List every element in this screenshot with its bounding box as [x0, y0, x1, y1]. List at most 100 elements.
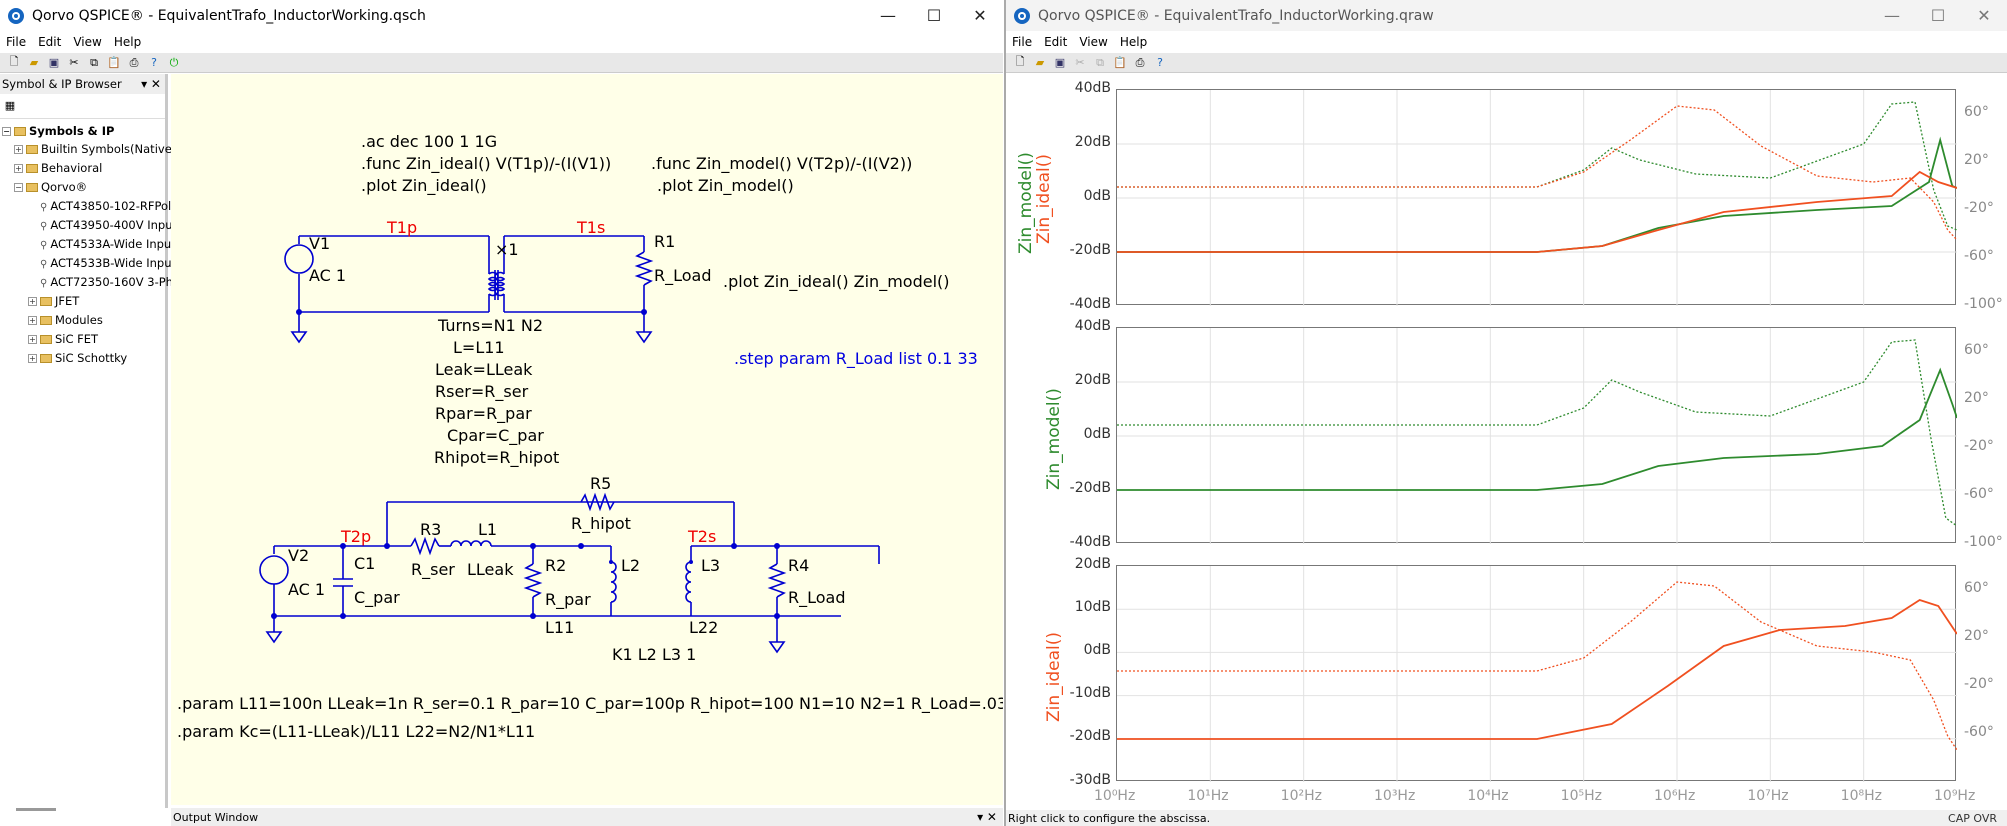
save-icon[interactable]: ▣	[1054, 56, 1066, 69]
plot-area[interactable]: 40dB 20dB 0dB -20dB -40dB 60° 20° -20° -…	[1006, 74, 2007, 810]
maximize-button[interactable]: ☐	[1930, 6, 1946, 25]
label-c1-value: C_par	[354, 588, 400, 607]
copy-icon[interactable]: ⧉	[1096, 55, 1104, 69]
func-model-directive[interactable]: .func Zin_model() V(T2p)/-(I(V2))	[651, 154, 913, 173]
xtick-label: 10⁴Hz	[1467, 788, 1509, 804]
plot-model-directive[interactable]: .plot Zin_model()	[657, 176, 794, 195]
status-text: Right click to configure the abscissa.	[1008, 811, 1211, 825]
browser-scrollbar[interactable]	[0, 808, 168, 826]
help-icon[interactable]: ?	[151, 56, 157, 69]
chip-icon: ⚲	[40, 221, 48, 232]
menu-file[interactable]: File	[6, 35, 27, 49]
browser-toolbar: ▦	[0, 97, 165, 119]
plot-pane-top[interactable]	[1116, 89, 1958, 306]
tree-item-act43950[interactable]: ⚲ACT43950-400V Inpu	[40, 216, 173, 234]
menu-help[interactable]: Help	[113, 35, 142, 49]
run-simulation-icon[interactable]: ⏻	[169, 55, 179, 69]
ytick-right-label: -20°	[1964, 438, 1994, 454]
trace-zin-ideal-phase	[1117, 105, 1958, 241]
ytick-label: -20dB	[1069, 242, 1111, 258]
paste-icon[interactable]: 📋	[1113, 56, 1127, 69]
tree-item-behavioral[interactable]: +Behavioral	[14, 161, 103, 175]
cut-icon[interactable]: ✂	[1075, 56, 1085, 69]
tree-item-qorvo[interactable]: −Qorvo®	[14, 180, 88, 194]
help-icon[interactable]: ?	[1157, 56, 1163, 69]
new-file-icon[interactable]: 🗋	[1015, 55, 1025, 68]
minimize-button[interactable]: —	[880, 6, 896, 25]
maximize-button[interactable]: ☐	[926, 6, 942, 25]
plot-pane-bottom-traces	[1117, 566, 1958, 782]
tree-item-sic-schottky[interactable]: +SiC Schottky	[28, 351, 128, 365]
xtick-label: 10⁵Hz	[1560, 788, 1602, 804]
ytick-label: -40dB	[1069, 534, 1111, 550]
trace-label-zin-ideal[interactable]: Zin_ideal()	[1034, 153, 1054, 244]
label-l: L=L11	[453, 338, 505, 357]
ytick-right-label: -60°	[1964, 486, 1994, 502]
menu-edit[interactable]: Edit	[38, 35, 62, 49]
tree-item-act43850[interactable]: ⚲ACT43850-102-RFPol	[40, 197, 171, 215]
new-file-icon[interactable]: 🗋	[9, 55, 19, 68]
plot-pane-middle[interactable]	[1116, 327, 1958, 544]
tree-item-symbols-ip[interactable]: −Symbols & IP	[2, 124, 115, 138]
print-icon[interactable]: ⎙	[1135, 55, 1145, 69]
ytick-right-label: 20°	[1964, 390, 1989, 406]
cut-icon[interactable]: ✂	[69, 56, 79, 69]
ytick-label: -20dB	[1069, 728, 1111, 744]
menu-help[interactable]: Help	[1119, 35, 1148, 49]
open-folder-icon[interactable]: ▰	[29, 56, 39, 69]
toolbar: 🗋 ▰ ▣ ✂ ⧉ 📋 ⎙ ? ⏻	[0, 53, 1003, 73]
trace-zin-model-mag	[1117, 136, 1958, 253]
minimize-button[interactable]: —	[1884, 6, 1900, 25]
trace-label-zin-ideal[interactable]: Zin_ideal()	[1044, 631, 1064, 722]
tree-item-act4533a[interactable]: ⚲ACT4533A-Wide Inpu	[40, 235, 171, 253]
menu-edit[interactable]: Edit	[1044, 35, 1068, 49]
title-bar: Qorvo QSPICE® - EquivalentTrafo_Inductor…	[0, 0, 1003, 31]
tree-item-jfet[interactable]: +JFET	[28, 294, 80, 308]
param-directive-2[interactable]: .param Kc=(L11-LLeak)/L11 L22=N2/N1*L11	[177, 722, 536, 741]
close-button[interactable]: ✕	[1977, 6, 1991, 25]
menu-view[interactable]: View	[73, 35, 102, 49]
tree-item-builtin[interactable]: +Builtin Symbols(Native D	[14, 142, 185, 156]
param-directive-1[interactable]: .param L11=100n LLeak=1n R_ser=0.1 R_par…	[177, 694, 1003, 713]
plot-both-directive[interactable]: .plot Zin_ideal() Zin_model()	[723, 272, 950, 291]
menu-view[interactable]: View	[1079, 35, 1108, 49]
copy-icon[interactable]: ⧉	[90, 55, 98, 69]
step-directive[interactable]: .step param R_Load list 0.1 33	[734, 349, 978, 368]
browser-tool-icon[interactable]: ▦	[4, 98, 16, 112]
schematic-canvas[interactable]: .ac dec 100 1 1G .func Zin_ideal() V(T1p…	[171, 74, 1003, 805]
output-window-controls[interactable]: ▾ ✕	[977, 810, 997, 824]
folder-icon	[26, 183, 38, 192]
menu-file[interactable]: File	[1012, 35, 1033, 49]
plot-pane-top-traces	[1117, 90, 1958, 306]
window-title: Qorvo QSPICE® - EquivalentTrafo_Inductor…	[1038, 7, 1434, 24]
trace-label-zin-model[interactable]: Zin_model()	[1016, 152, 1036, 254]
ytick-right-label: -100°	[1964, 296, 2003, 312]
ytick-label: 20dB	[1074, 134, 1111, 150]
plot-ideal-directive[interactable]: .plot Zin_ideal()	[361, 176, 487, 195]
coupling-directive[interactable]: K1 L2 L3 1	[612, 645, 697, 664]
close-button[interactable]: ✕	[973, 6, 987, 25]
paste-icon[interactable]: 📋	[107, 56, 121, 69]
ac-directive[interactable]: .ac dec 100 1 1G	[361, 132, 498, 151]
output-window-bar[interactable]: Output Window ▾ ✕	[171, 808, 1003, 826]
tree-item-act4533b[interactable]: ⚲ACT4533B-Wide Inpu	[40, 254, 172, 272]
folder-icon	[40, 354, 52, 363]
browser-panel-controls[interactable]: ▾ ✕	[141, 77, 161, 91]
folder-icon	[40, 335, 52, 344]
plot-pane-bottom[interactable]	[1116, 565, 1958, 782]
func-ideal-directive[interactable]: .func Zin_ideal() V(T1p)/-(I(V1))	[361, 154, 612, 173]
ytick-label: 0dB	[1083, 642, 1111, 658]
schematic-window: Qorvo QSPICE® - EquivalentTrafo_Inductor…	[0, 0, 1003, 826]
open-folder-icon[interactable]: ▰	[1035, 56, 1045, 69]
folder-icon	[14, 127, 26, 136]
print-icon[interactable]: ⎙	[129, 55, 139, 69]
tree-item-modules[interactable]: +Modules	[28, 313, 103, 327]
ytick-label: 0dB	[1083, 426, 1111, 442]
caps-indicator: CAP OVR	[1948, 811, 1997, 825]
label-turns: Turns=N1 N2	[438, 316, 544, 335]
trace-zin-ideal-mag	[1117, 170, 1958, 253]
tree-item-act72350[interactable]: ⚲ACT72350-160V 3-Ph	[40, 273, 173, 291]
trace-label-zin-model[interactable]: Zin_model()	[1044, 388, 1064, 490]
tree-item-sic-fet[interactable]: +SiC FET	[28, 332, 99, 346]
save-icon[interactable]: ▣	[48, 56, 60, 69]
